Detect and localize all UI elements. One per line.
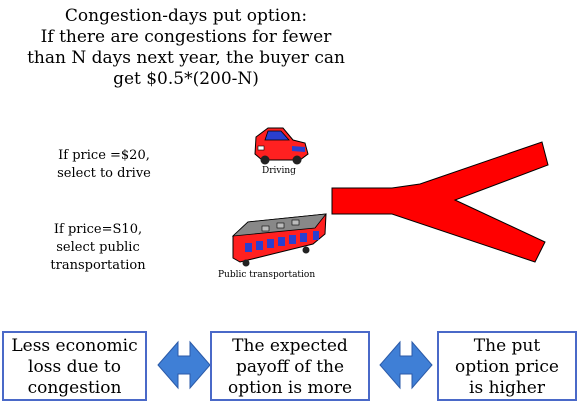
car-icon	[254, 127, 309, 165]
drive-note-line: select to drive	[57, 166, 151, 181]
box-line: The put	[473, 336, 541, 356]
box-line: The expected	[232, 336, 348, 356]
drive-note: If price =$20, select to drive	[34, 147, 174, 183]
economic-loss-box: Less economic loss due to congestion	[2, 331, 147, 401]
car-caption: Driving	[262, 166, 296, 176]
double-arrow-icon	[379, 340, 433, 390]
box-line: is higher	[469, 378, 545, 398]
bus-icon	[231, 213, 327, 267]
box-line: Less economic	[11, 336, 138, 356]
box-line: payoff of the	[235, 357, 345, 377]
public-note-line: transportation	[50, 258, 146, 273]
bus-caption: Public transportation	[218, 270, 316, 280]
road-fork-icon	[331, 141, 549, 263]
title-line: If there are congestions for fewer	[40, 27, 332, 47]
box-line: option price	[454, 357, 559, 377]
put-option-price-box: The put option price is higher	[437, 331, 577, 401]
title-line: get $0.5*(200-N)	[113, 69, 259, 89]
box-line: option is more	[227, 378, 353, 398]
public-note: If price=S10, select public transportati…	[28, 221, 168, 275]
title-line: than N days next year, the buyer can	[27, 48, 345, 68]
public-note-line: select public	[56, 240, 140, 255]
drive-note-line: If price =$20,	[58, 148, 150, 163]
expected-payoff-box: The expected payoff of the option is mor…	[210, 331, 370, 401]
box-line: loss due to	[28, 357, 121, 377]
title-line: Congestion-days put option:	[64, 6, 308, 26]
public-note-line: If price=S10,	[53, 222, 143, 237]
box-line: congestion	[27, 378, 122, 398]
double-arrow-icon	[157, 340, 211, 390]
diagram-title: Congestion-days put option: If there are…	[0, 6, 372, 90]
